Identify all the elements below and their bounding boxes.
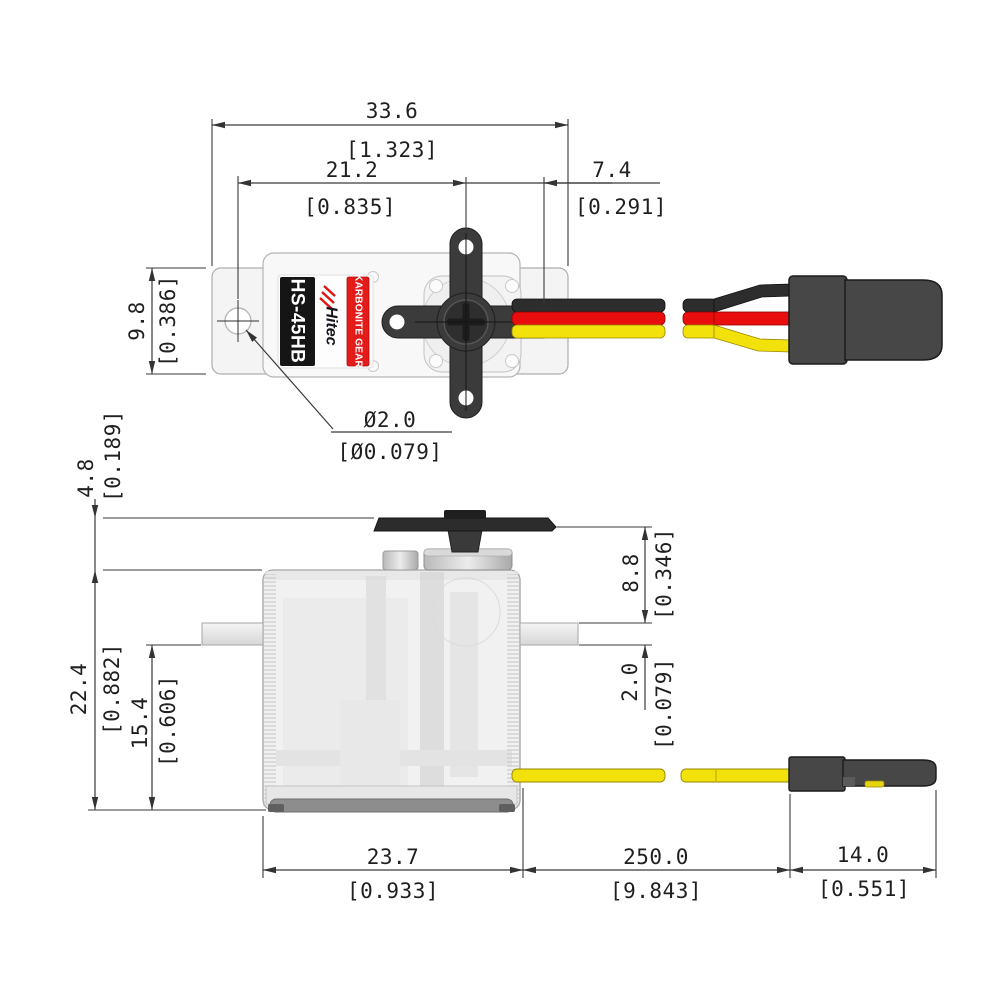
- case-foot: [499, 804, 515, 812]
- dim-tab-to-case-bottom: 15.4 [0.606]: [128, 645, 180, 810]
- dim-text-inch: [1.323]: [346, 138, 438, 162]
- wire-side: [511, 768, 793, 783]
- dim-text-mm: 9.8: [125, 301, 149, 340]
- servo-horn-side: [373, 510, 557, 553]
- model-label-band: [280, 277, 315, 366]
- connector-housing-top: [844, 279, 943, 361]
- dim-mount-hole-diameter: Ø2.0 [Ø0.079]: [245, 329, 452, 464]
- dim-tab-thickness: 2.0 [0.079]: [618, 645, 676, 750]
- horn-hole-left: [389, 314, 405, 330]
- horn-bar: [373, 517, 557, 532]
- brand-text: Hitec: [323, 306, 340, 345]
- dim-lead-wire-length: 250.0 [9.843]: [523, 845, 790, 903]
- dim-hole-to-axis: 21.2 [0.835]: [238, 158, 466, 219]
- connector-notch: [843, 777, 855, 786]
- wire-black: [511, 298, 666, 313]
- wire-yellow: [511, 324, 666, 339]
- product-label: HS-45HB Hitec KARBONITE GEAR: [277, 274, 374, 369]
- wire-red: [511, 311, 666, 326]
- dim-text-inch: [0.882]: [100, 643, 124, 735]
- internal-gear-shaft: [450, 592, 478, 777]
- wire-black-break: [682, 298, 718, 313]
- dim-connector-length: 14.0 [0.551]: [790, 843, 936, 901]
- gear-cylinder-small: [382, 550, 419, 571]
- internal-block: [340, 700, 400, 790]
- dim-case-length: 23.7 [0.933]: [263, 845, 523, 903]
- case-foot: [268, 804, 284, 812]
- case-bottom-strip: [269, 798, 514, 813]
- dim-text-mm: 33.6: [366, 99, 419, 123]
- screw-hole: [429, 354, 443, 368]
- dim-text-mm: Ø2.0: [364, 408, 417, 432]
- dim-text-inch: [0.189]: [101, 410, 125, 502]
- dim-text-mm: 23.7: [367, 845, 420, 869]
- dimensions-top-view: 33.6 [1.323] 21.2 [0.835] 7.4 [0.291] 9.…: [125, 99, 667, 464]
- dim-text-mm: 22.4: [67, 663, 91, 716]
- screw-hole: [429, 279, 443, 293]
- output-shaft: [447, 529, 483, 553]
- dim-text-inch: [Ø0.079]: [337, 440, 442, 464]
- dim-text-mm: 2.0: [618, 662, 642, 701]
- connector-housing-side: [842, 759, 937, 787]
- dim-text-inch: [0.835]: [304, 195, 396, 219]
- case-top-band: [265, 571, 518, 580]
- dim-text-mm: 15.4: [128, 697, 152, 750]
- case-internals: [276, 572, 512, 802]
- dim-text-mm: 250.0: [623, 845, 689, 869]
- dim-text-inch: [0.606]: [156, 675, 180, 767]
- case-edge-ribs-right: [507, 574, 520, 806]
- mount-tab-left: [201, 622, 264, 646]
- screw-hole: [505, 279, 519, 293]
- leader-line: [245, 329, 334, 430]
- wire-yellow-break: [682, 324, 718, 339]
- dim-horn-above-case: 4.8 [0.189]: [74, 410, 125, 570]
- dim-text-mm: 4.8: [74, 458, 98, 497]
- lead-wire: [511, 768, 666, 783]
- dim-text-inch: [0.551]: [818, 877, 910, 901]
- dim-axis-to-right-hole: 7.4 [0.291]: [466, 158, 667, 219]
- dim-text-inch: [0.386]: [156, 275, 180, 367]
- wire-yellow-fan: [713, 324, 792, 353]
- gear-type-band: [346, 276, 370, 367]
- brand-swoosh-icon: [319, 285, 336, 310]
- model-label-text: HS-45HB: [287, 279, 308, 364]
- wire-harness-top: [511, 283, 792, 353]
- wire-red-fan: [713, 311, 792, 326]
- case-edge-ribs-left: [263, 574, 276, 806]
- wire-black-fan: [713, 283, 792, 313]
- dim-overall-length: 33.6 [1.323]: [212, 99, 568, 162]
- connector-collar-top: [788, 275, 848, 365]
- side-view: 4.8 [0.189] 22.4 [0.882] 15.4 [0.606] 8.…: [67, 410, 937, 903]
- horn-hub-cap: [444, 510, 486, 519]
- dim-text-mm: 7.4: [592, 158, 631, 182]
- dim-flange-width: 9.8 [0.386]: [125, 268, 180, 374]
- dim-text-mm: 8.8: [619, 553, 643, 592]
- dim-text-inch: [0.291]: [575, 195, 667, 219]
- dim-case-height: 22.4 [0.882]: [67, 570, 124, 810]
- dim-horn-top-to-tab: 8.8 [0.346]: [619, 527, 676, 623]
- wire-red-break: [682, 311, 718, 326]
- connector-side: [788, 756, 937, 792]
- dim-text-inch: [0.079]: [652, 658, 676, 750]
- connector-yellow-tab: [864, 780, 885, 788]
- connector-top: [788, 275, 943, 365]
- top-view: HS-45HB Hitec KARBONITE GEAR: [125, 99, 943, 464]
- lead-wire-after-break: [680, 768, 793, 783]
- dim-text-inch: [0.933]: [347, 879, 439, 903]
- mount-tab-right: [519, 622, 579, 646]
- brand-logo: Hitec: [319, 285, 340, 346]
- screw-hole: [505, 354, 519, 368]
- connector-collar-side: [788, 756, 846, 792]
- dim-text-inch: [0.346]: [652, 528, 676, 620]
- internal-gear-circle: [431, 577, 501, 647]
- dim-text-inch: [9.843]: [610, 879, 702, 903]
- servo-body-side: [201, 548, 579, 813]
- gear-type-text: KARBONITE GEAR: [353, 274, 364, 368]
- dim-text-mm: 21.2: [326, 158, 379, 182]
- dim-text-mm: 14.0: [837, 843, 890, 867]
- dimensions-side-view: 4.8 [0.189] 22.4 [0.882] 15.4 [0.606] 8.…: [67, 410, 937, 903]
